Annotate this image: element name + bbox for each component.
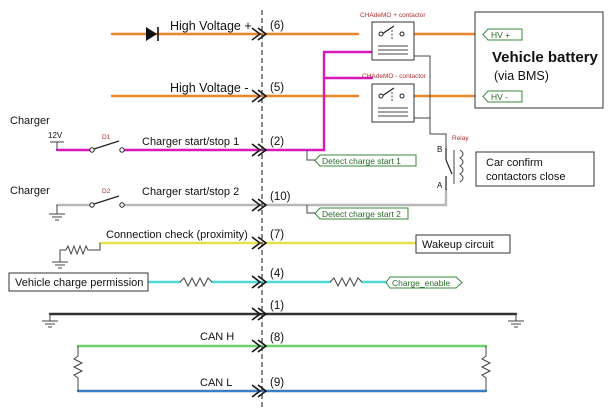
- pin-1: (1): [270, 300, 284, 312]
- switch-d1: [89, 140, 125, 153]
- detect-1-tap: [306, 150, 315, 161]
- contactor-to-relay: [429, 118, 447, 148]
- detect-1-tag: [314, 154, 417, 167]
- relay-pin-b: B: [437, 145, 442, 154]
- detect-2-text: Detect charge start 2: [322, 209, 401, 219]
- contactor-coil-return: [414, 55, 431, 119]
- connection-check-label: Connection check (proximity): [106, 229, 248, 241]
- hv-minus-label: High Voltage -: [170, 81, 249, 95]
- charger-ground-2: [49, 205, 65, 221]
- car-confirm-line2: contactors close: [486, 171, 565, 183]
- d2-label: D2: [102, 188, 111, 195]
- relay-label: Relay: [452, 135, 469, 142]
- pin-4: (4): [270, 268, 284, 280]
- ground-right: [508, 314, 524, 328]
- connector-chevrons: [251, 27, 268, 398]
- d1-label: D1: [102, 134, 111, 141]
- wakeup-circuit-label: Wakeup circuit: [422, 239, 494, 251]
- ground-left: [42, 314, 58, 328]
- pin-7: (7): [270, 229, 284, 241]
- pin-8: (8): [270, 332, 284, 344]
- charge-enable-text: Charge_enable: [392, 278, 450, 288]
- vehicle-charge-permission-box: [8, 272, 149, 292]
- permission-resistor-1: [179, 276, 213, 288]
- can-l-label: CAN L: [200, 377, 232, 389]
- charger-12v-source: [50, 141, 64, 150]
- switch-d2: [89, 195, 125, 208]
- hv-minus-tag-text: HV -: [491, 92, 508, 102]
- hv-diode: [146, 27, 159, 41]
- start-stop-2-wire: [122, 188, 448, 207]
- detect-2-tag: [314, 207, 409, 220]
- can-termination-left: [72, 346, 84, 391]
- contactor-minus: [371, 83, 415, 123]
- via-bms-label: (via BMS): [494, 69, 549, 83]
- start-stop-1-coil-feed: [322, 50, 374, 80]
- vehicle-charge-permission-label: Vehicle charge permission: [15, 277, 143, 289]
- start-stop-2-label: Charger start/stop 2: [142, 186, 239, 198]
- detect-2-tap: [306, 205, 315, 214]
- hv-plus-tag-text: HV +: [491, 30, 510, 40]
- detect-1-text: Detect charge start 1: [322, 156, 401, 166]
- start-stop-1-wire: [122, 76, 374, 152]
- car-confirm-line1: Car confirm: [486, 157, 543, 169]
- charge-enable-tag: [385, 276, 463, 289]
- pin-9: (9): [270, 377, 284, 389]
- hv-minus-tag: [482, 90, 523, 103]
- charger-mid-label: Charger: [10, 185, 50, 197]
- charger-12v-label: 12V: [48, 131, 63, 140]
- hv-plus-tag: [482, 28, 523, 41]
- relay: [445, 148, 464, 190]
- relay-pin-a: A: [437, 181, 443, 190]
- can-h-label: CAN H: [200, 331, 234, 343]
- pin-10: (10): [270, 191, 291, 203]
- contactor-minus-label: CHAdeMO - contactor: [362, 73, 427, 80]
- contactor-plus-label: CHAdeMO + contactor: [360, 12, 426, 19]
- start-stop-1-label: Charger start/stop 1: [142, 136, 239, 148]
- contactor-plus: [371, 21, 415, 61]
- car-confirm-box: [475, 151, 595, 187]
- wakeup-circuit-box: [415, 234, 511, 254]
- vehicle-battery-label: Vehicle battery: [492, 49, 599, 66]
- permission-resistor-2: [329, 276, 363, 288]
- pin-6: (6): [270, 20, 284, 32]
- proximity-ground-resistor: [52, 243, 101, 269]
- hv-plus-label: High Voltage +: [170, 19, 252, 33]
- pin-2: (2): [270, 136, 284, 148]
- can-termination-right: [480, 346, 492, 391]
- pin-5: (5): [270, 82, 284, 94]
- charger-top-label: Charger: [10, 115, 50, 127]
